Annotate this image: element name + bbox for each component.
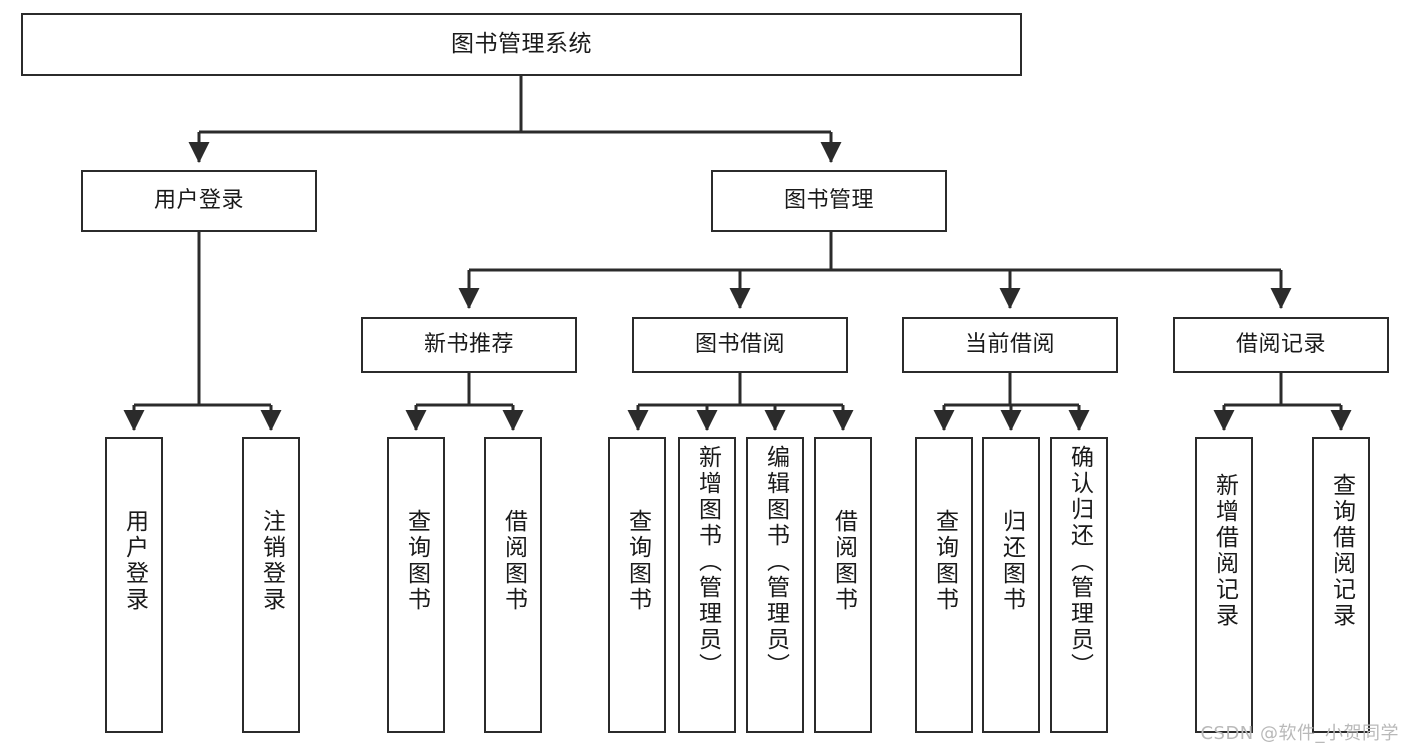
node-label: 图书借阅	[694, 332, 785, 358]
node-leaf-query-book-borrow[interactable]: 查询图书	[608, 437, 666, 733]
node-label: 归还图书	[998, 509, 1025, 613]
node-label: 用户登录	[121, 509, 148, 613]
node-borrow-record[interactable]: 借阅记录	[1173, 317, 1389, 373]
csdn-watermark: CSDN @软件_小贺同学	[1200, 723, 1399, 744]
node-book-borrow[interactable]: 图书借阅	[632, 317, 848, 373]
node-label: 查询图书	[403, 509, 430, 613]
node-leaf-query-book-current[interactable]: 查询图书	[915, 437, 973, 733]
node-leaf-confirm-return-admin[interactable]: 确认归还（管理员）	[1050, 437, 1108, 733]
node-label: 编辑图书（管理员）	[762, 445, 789, 679]
node-label: 注销登录	[258, 509, 285, 613]
node-label: 借阅图书	[830, 509, 857, 613]
node-label: 查询图书	[624, 509, 651, 613]
node-leaf-query-borrow-record[interactable]: 查询借阅记录	[1312, 437, 1370, 733]
node-new-book-recommend[interactable]: 新书推荐	[361, 317, 577, 373]
node-label: 图书管理系统	[451, 30, 592, 57]
node-leaf-borrow-book-borrow[interactable]: 借阅图书	[814, 437, 872, 733]
node-label: 新书推荐	[423, 332, 514, 358]
node-leaf-user-logout[interactable]: 注销登录	[242, 437, 300, 733]
node-label: 图书管理	[783, 188, 874, 214]
node-leaf-borrow-book-recommend[interactable]: 借阅图书	[484, 437, 542, 733]
node-root-book-management-system[interactable]: 图书管理系统	[21, 13, 1022, 76]
node-current-borrow[interactable]: 当前借阅	[902, 317, 1118, 373]
node-label: 确认归还（管理员）	[1066, 445, 1093, 679]
node-label: 借阅记录	[1235, 332, 1326, 358]
node-leaf-user-login[interactable]: 用户登录	[105, 437, 163, 733]
node-book-manage[interactable]: 图书管理	[711, 170, 947, 232]
node-leaf-edit-book-admin[interactable]: 编辑图书（管理员）	[746, 437, 804, 733]
node-user-login[interactable]: 用户登录	[81, 170, 317, 232]
node-leaf-query-book-recommend[interactable]: 查询图书	[387, 437, 445, 733]
node-label: 查询图书	[931, 509, 958, 613]
node-label: 查询借阅记录	[1328, 473, 1355, 629]
node-label: 新增图书（管理员）	[694, 445, 721, 679]
node-label: 用户登录	[153, 188, 244, 214]
node-label: 新增借阅记录	[1211, 473, 1238, 629]
node-label: 借阅图书	[500, 509, 527, 613]
node-leaf-add-borrow-record[interactable]: 新增借阅记录	[1195, 437, 1253, 733]
node-label: 当前借阅	[964, 332, 1055, 358]
node-leaf-add-book-admin[interactable]: 新增图书（管理员）	[678, 437, 736, 733]
node-leaf-return-book[interactable]: 归还图书	[982, 437, 1040, 733]
